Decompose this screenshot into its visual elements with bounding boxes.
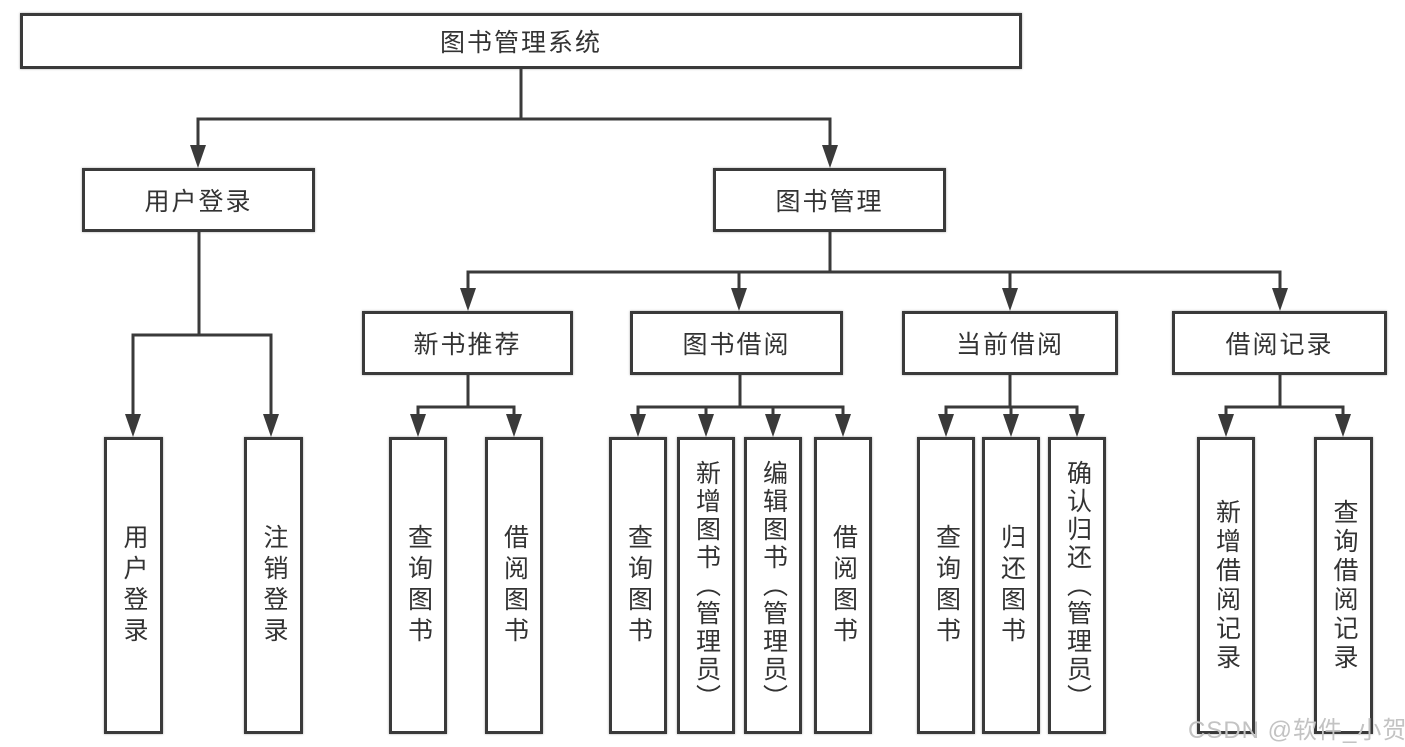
node-book-management-system-label: 图书管理系统 — [439, 29, 602, 57]
node-new-book-recommend: 新书推荐 — [362, 311, 573, 375]
node-current-borrow-label: 当前借阅 — [955, 331, 1064, 359]
arrowheads — [125, 145, 1351, 437]
node-book-borrow: 图书借阅 — [630, 311, 843, 375]
node-current-borrow: 当前借阅 — [902, 311, 1118, 375]
node-br-query-record: 查询借阅记录 — [1314, 437, 1373, 734]
node-bb-add-books: 新增图书（管理员） — [677, 437, 735, 734]
node-login: 用户登录 — [104, 437, 163, 734]
node-borrow-records-label: 借阅记录 — [1225, 331, 1334, 359]
node-user-login-branch: 用户登录 — [82, 168, 315, 232]
node-cb-return-books: 归还图书 — [982, 437, 1040, 734]
node-login-label: 用户登录 — [120, 523, 148, 648]
node-user-login-branch-label: 用户登录 — [144, 188, 253, 216]
node-br-add-record-label: 新增借阅记录 — [1212, 498, 1241, 673]
node-cb-return-books-label: 归还图书 — [997, 523, 1026, 648]
node-cb-confirm-return-label: 确认归还（管理员） — [1063, 459, 1092, 712]
node-bb-query-books: 查询图书 — [609, 437, 667, 734]
node-nb-query-books: 查询图书 — [389, 437, 447, 734]
node-new-book-recommend-label: 新书推荐 — [413, 331, 522, 359]
node-book-management-system: 图书管理系统 — [20, 13, 1022, 69]
node-cb-query-books-label: 查询图书 — [932, 523, 961, 648]
node-book-management-branch: 图书管理 — [713, 168, 946, 232]
node-bb-borrow-books-label: 借阅图书 — [829, 523, 858, 648]
node-logout-label: 注销登录 — [260, 523, 288, 648]
node-nb-borrow-books-label: 借阅图书 — [500, 523, 529, 648]
node-nb-borrow-books: 借阅图书 — [485, 437, 543, 734]
node-logout: 注销登录 — [244, 437, 303, 734]
node-cb-query-books: 查询图书 — [917, 437, 975, 734]
node-bb-edit-books-label: 编辑图书（管理员） — [759, 459, 788, 712]
node-br-add-record: 新增借阅记录 — [1197, 437, 1255, 734]
node-bb-edit-books: 编辑图书（管理员） — [744, 437, 802, 734]
node-book-management-branch-label: 图书管理 — [775, 188, 884, 216]
node-br-query-record-label: 查询借阅记录 — [1330, 498, 1358, 673]
node-cb-confirm-return: 确认归还（管理员） — [1048, 437, 1106, 734]
csdn-watermark: CSDN @软件_小贺同学 — [1188, 717, 1405, 744]
node-bb-query-books-label: 查询图书 — [624, 523, 653, 648]
node-book-borrow-label: 图书借阅 — [682, 331, 791, 359]
node-bb-add-books-label: 新增图书（管理员） — [692, 459, 721, 712]
node-nb-query-books-label: 查询图书 — [404, 523, 433, 648]
node-bb-borrow-books: 借阅图书 — [814, 437, 872, 734]
node-borrow-records: 借阅记录 — [1172, 311, 1387, 375]
